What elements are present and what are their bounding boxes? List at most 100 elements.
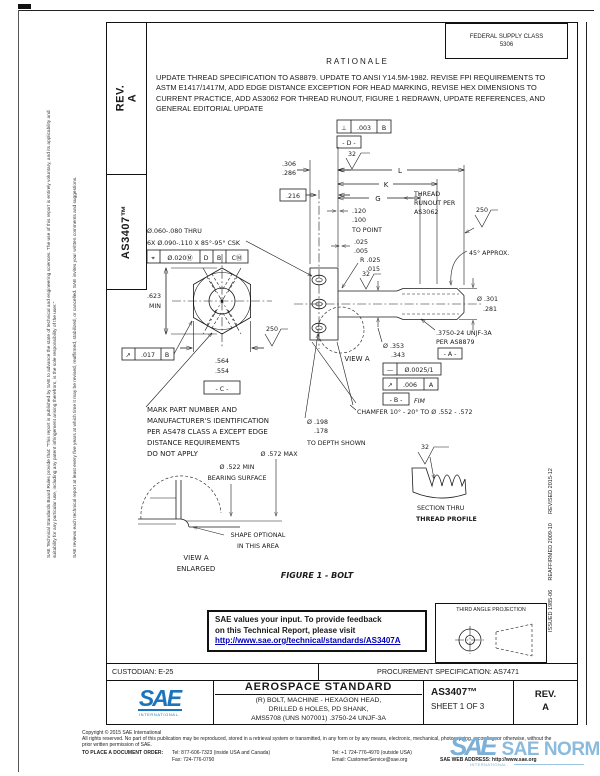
fcf-runout-symbol: ↗ bbox=[387, 382, 392, 389]
approx-45-note: 45° APPROX. bbox=[469, 249, 509, 257]
chamfer-note: CHAMFER 10° - 20° TO Ø .552 - .572 bbox=[357, 408, 473, 416]
hex-head-end-view: .623 MIN .564 .554 - C - ↗ .017 B Ø.060-… bbox=[121, 227, 312, 458]
watermark-text: SAE NORM bbox=[501, 739, 600, 760]
revision-label: REV. bbox=[534, 689, 557, 700]
dim-005: .005 bbox=[354, 248, 368, 255]
fcf-perpendicularity-symbol: ⊥ bbox=[341, 125, 347, 132]
view-a-enlarged-detail: Ø .572 MAX Ø .522 MIN BEARING SURFACE SH… bbox=[138, 450, 298, 573]
dim-100: .100 bbox=[352, 217, 366, 224]
title-block-divider-2 bbox=[423, 680, 424, 725]
marking-note-1: MARK PART NUMBER AND bbox=[147, 406, 237, 414]
thread-profile-section: 32 SECTION THRU THREAD PROFILE bbox=[411, 444, 477, 523]
fcf-position-datum1: D bbox=[204, 255, 209, 262]
fsc-label: FEDERAL SUPPLY CLASS bbox=[469, 34, 544, 40]
dim-286: .286 bbox=[282, 170, 296, 177]
datum-c-label: - C - bbox=[216, 386, 229, 393]
title-block-divider-3 bbox=[513, 680, 514, 725]
dim-554: .554 bbox=[215, 368, 229, 375]
fcf-runout-datum: A bbox=[429, 382, 434, 389]
dim-198: Ø .198 bbox=[307, 418, 328, 426]
sidebar-docnumber-box: AS3407™ bbox=[106, 175, 147, 290]
standard-type-heading: AEROSPACE STANDARD bbox=[215, 681, 422, 695]
web-address: SAE WEB ADDRESS: http://www.sae.org bbox=[440, 757, 537, 763]
sidebar-rev-box: REV. A bbox=[106, 22, 147, 175]
title-block-divider-1 bbox=[213, 680, 214, 725]
dim-G: G bbox=[375, 195, 380, 203]
dim-L: L bbox=[398, 167, 402, 175]
dim-216-basic: .216 bbox=[286, 193, 300, 200]
dim-K: K bbox=[384, 181, 389, 189]
sae-logo: SAE INTERNATIONAL. bbox=[107, 682, 212, 724]
custodian-value: CUSTODIAN: E-25 bbox=[112, 667, 174, 676]
sheet-number: SHEET 1 OF 3 bbox=[431, 702, 485, 711]
dim-281: .281 bbox=[483, 306, 497, 313]
view-a-label: VIEW A bbox=[344, 355, 369, 363]
sae-norm-watermark: SAE SAE NORM bbox=[450, 733, 600, 761]
fsc-code: 5306 bbox=[499, 42, 514, 48]
order-fax: Fax: 724-776-0790 bbox=[172, 757, 215, 763]
feedback-link[interactable]: http://www.sae.org/technical/standards/A… bbox=[215, 636, 401, 645]
fcf-017-symbol: ↗ bbox=[125, 352, 130, 359]
order-tel-intl: Tel: +1 724-776-4970 (outside USA) bbox=[332, 750, 412, 756]
copyright-line: Copyright © 2015 SAE International bbox=[82, 730, 162, 736]
thread-spec-1: .3750-24 UNJF-3A bbox=[436, 330, 492, 337]
view-a-enlarged-label-1: VIEW A bbox=[183, 554, 208, 562]
dim-301: Ø .301 bbox=[477, 295, 498, 303]
radius-015: .015 bbox=[366, 266, 380, 273]
radius-025: R .025 bbox=[360, 257, 380, 264]
custodian-divider bbox=[318, 663, 319, 680]
surface-finish-32-section: 32 bbox=[421, 444, 429, 451]
order-label: TO PLACE A DOCUMENT ORDER: bbox=[82, 750, 164, 756]
federal-supply-class-box: FEDERAL SUPPLY CLASS 5306 bbox=[445, 23, 568, 59]
fcf-runout-value: .006 bbox=[403, 382, 417, 389]
dim-623-min: MIN bbox=[149, 303, 161, 310]
fcf-017-datum: B bbox=[165, 352, 169, 359]
rights-statement: All rights reserved. No part of this pub… bbox=[82, 736, 552, 748]
watermark-subline: INTERNATIONAL. bbox=[470, 762, 585, 767]
document-title-line-1: (R) BOLT, MACHINE - HEXAGON HEAD, bbox=[255, 697, 382, 704]
fcf-perpendicularity-datum: B bbox=[382, 125, 386, 132]
rationale-title: RATIONALE bbox=[326, 57, 389, 66]
projection-box bbox=[435, 603, 547, 663]
datum-d-label: - D - bbox=[342, 140, 355, 147]
dim-564: .564 bbox=[215, 358, 229, 365]
surface-finish-32-top: 32 bbox=[348, 151, 356, 158]
thread-runout-note-1: THREAD bbox=[413, 191, 440, 198]
watermark-subtext: INTERNATIONAL. bbox=[470, 762, 509, 767]
third-angle-projection-icon bbox=[455, 623, 533, 657]
frame-outer-right-line bbox=[586, 22, 587, 725]
csk-callout-2: 6X Ø.090-.110 X 85°-95° CSK bbox=[147, 239, 241, 247]
dim-623: .623 bbox=[147, 293, 161, 300]
feedback-box: SAE values your input. To provide feedba… bbox=[207, 610, 427, 652]
revision-value: A bbox=[542, 702, 549, 713]
projection-label: THIRD ANGLE PROJECTION bbox=[456, 607, 526, 613]
bearing-surface-label: BEARING SURFACE bbox=[207, 475, 266, 482]
revision-cell: REV. A bbox=[513, 688, 578, 714]
rationale-text: UPDATE THREAD SPECIFICATION TO AS8879. U… bbox=[156, 73, 546, 114]
shape-optional-note-2: IN THIS AREA bbox=[237, 543, 280, 550]
drawing-frame bbox=[106, 22, 578, 725]
datum-b-label: - B - bbox=[390, 397, 403, 404]
thread-spec-2: PER AS8879 bbox=[436, 339, 474, 346]
watermark-sae-glyph: SAE bbox=[450, 731, 498, 761]
sae-logo-text: SAE bbox=[138, 685, 182, 711]
order-tel-us: Tel: 877-606-7323 (inside USA and Canada… bbox=[172, 750, 271, 756]
document-title-line-2: DRILLED 6 HOLES, PD SHANK, bbox=[268, 706, 369, 714]
document-number: AS3407™ bbox=[431, 687, 478, 698]
order-email: Email: CustomerService@sae.org bbox=[332, 757, 408, 763]
marking-note-2: MANUFACTURER'S IDENTIFICATION bbox=[147, 417, 269, 425]
right-callouts: 250 Ø .353 .343 — Ø.0025/1 ↗ .006 A - B … bbox=[264, 207, 509, 447]
fcf-position-datum3: CⓂ bbox=[232, 254, 243, 262]
shape-optional-note-1: SHAPE OPTIONAL bbox=[231, 532, 286, 539]
marking-note-5: DO NOT APPLY bbox=[147, 450, 199, 458]
section-label-1: SECTION THRU bbox=[417, 505, 465, 512]
title-block bbox=[106, 680, 578, 725]
dim-353: Ø .353 bbox=[383, 342, 404, 350]
surface-finish-250-left: 250 bbox=[266, 326, 278, 333]
procurement-spec: PROCUREMENT SPECIFICATION: AS7471 bbox=[377, 667, 519, 676]
fcf-perpendicularity-value: .003 bbox=[357, 125, 371, 132]
dim-178: .178 bbox=[314, 428, 328, 435]
fcf-017-value: .017 bbox=[141, 352, 155, 359]
to-point-note: TO POINT bbox=[351, 227, 382, 234]
